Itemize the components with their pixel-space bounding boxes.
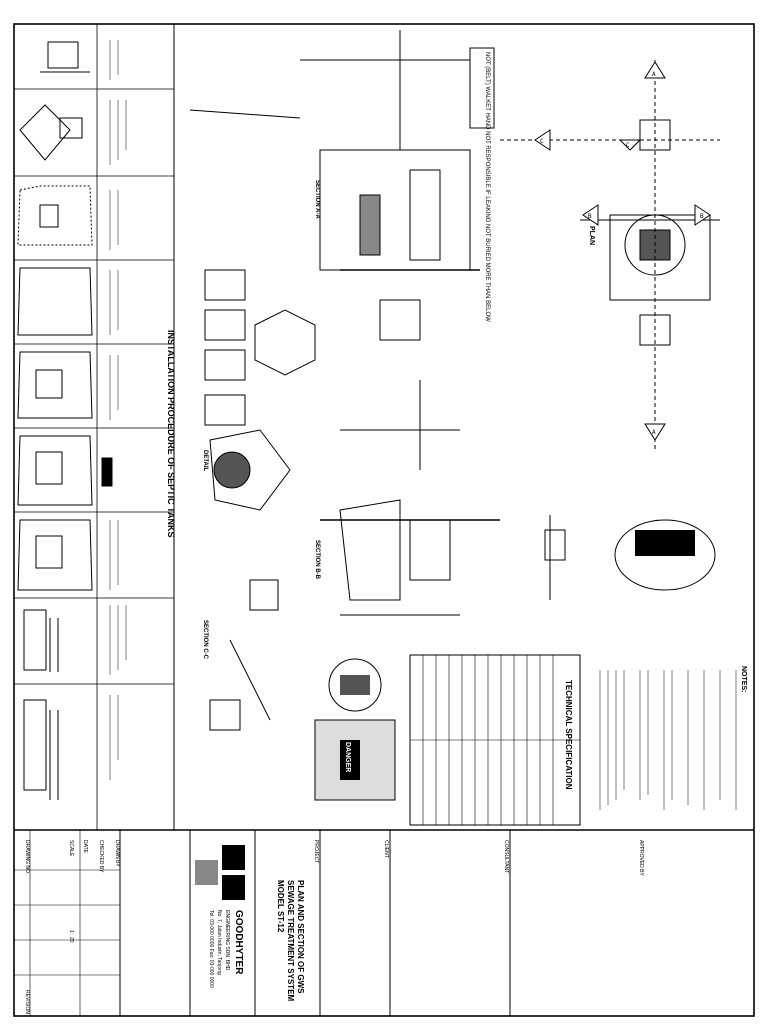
section-marker-a-top bbox=[644, 61, 666, 79]
company-name: GOODHYTER bbox=[233, 910, 244, 975]
section-bb-tank bbox=[339, 499, 401, 601]
caution-text: NOT (BELT) WALKET HAND NOT RESPONSIBLE I… bbox=[484, 52, 490, 322]
section-aa-label: SECTION A-A bbox=[314, 180, 320, 219]
manhole-cover-round bbox=[328, 658, 382, 712]
date-label: DATE bbox=[82, 840, 88, 854]
drawing-title-2: SEWAGE TREATMENT SYSTEM bbox=[286, 880, 295, 1002]
plan-label: PLAN bbox=[588, 226, 595, 245]
company-sub-3: Tel: 03-000 0000 Fax: 03-000 0000 bbox=[208, 910, 214, 988]
section-aa-outline bbox=[319, 149, 471, 271]
marker-label-a2: A bbox=[652, 429, 656, 436]
project-label: PROJECT bbox=[313, 840, 319, 863]
filter-media bbox=[359, 194, 381, 256]
section-marker-a-bottom bbox=[644, 423, 666, 441]
ground-line-top bbox=[189, 109, 301, 119]
marker-label-a1: A bbox=[652, 71, 656, 78]
tank-label-plate bbox=[635, 530, 695, 556]
section-marker-b-left bbox=[582, 204, 599, 226]
detail-label: DETAIL bbox=[202, 450, 208, 472]
danger-text: DANGER bbox=[344, 742, 351, 772]
notes-heading: NOTES: bbox=[740, 666, 747, 692]
scale-value: 1 : 20 bbox=[68, 930, 74, 943]
approval-label: APPROVED BY bbox=[638, 840, 644, 877]
section-cc-label: SECTION C-C bbox=[202, 620, 208, 660]
drawing-title-3: MODEL ST-12 bbox=[276, 880, 285, 933]
drawing-title-1: PLAN AND SECTION OF GWS bbox=[296, 880, 305, 994]
section-marker-b-right bbox=[694, 204, 711, 226]
danger-plate bbox=[340, 740, 360, 780]
pipe-sketch-9 bbox=[23, 699, 47, 791]
caution-box bbox=[469, 47, 495, 129]
checked-by-label: CHECKED BY bbox=[98, 840, 104, 873]
tank-sketch-5 bbox=[35, 369, 63, 399]
client-label: CLIENT bbox=[383, 840, 389, 858]
section-marker-c-left bbox=[534, 129, 551, 151]
pipe-fitting-detail bbox=[254, 309, 316, 376]
tech-spec-heading: TECHNICAL SPECIFICATION bbox=[564, 680, 573, 790]
marker-label-c1: C bbox=[540, 138, 544, 145]
marker-label-b2: B bbox=[700, 213, 704, 220]
installation-heading: INSTALLATION PROCEDURE OF SEPTIC TANKS bbox=[166, 330, 176, 538]
company-logo bbox=[195, 845, 245, 900]
tank-sketch-3 bbox=[39, 204, 59, 228]
installation-panels bbox=[14, 24, 174, 830]
section-marker-c-right bbox=[618, 139, 642, 151]
consultant-label: CONSULTANT bbox=[503, 840, 509, 873]
pipe-sketch-8 bbox=[23, 609, 47, 671]
revision-label: REVISION bbox=[24, 990, 30, 1014]
company-sub-2: No. 7, Jalan Industri, Tanjong bbox=[216, 910, 222, 975]
scale-label: SCALE bbox=[68, 840, 74, 857]
marker-label-c2: C bbox=[626, 142, 630, 149]
title-block bbox=[14, 830, 511, 1016]
drawn-by-label: DRAWN BY bbox=[114, 840, 120, 867]
section-bb-label: SECTION B-B bbox=[314, 540, 320, 580]
marker-label-b1: B bbox=[588, 213, 592, 220]
company-sub-1: ENGINEERING SDN. BHD. bbox=[224, 910, 230, 972]
drawing-no-label: DRAWING NO. bbox=[24, 840, 30, 874]
tank-sketch-1 bbox=[47, 41, 79, 69]
excavation-sketch bbox=[19, 104, 71, 161]
installation-strip bbox=[13, 23, 175, 831]
